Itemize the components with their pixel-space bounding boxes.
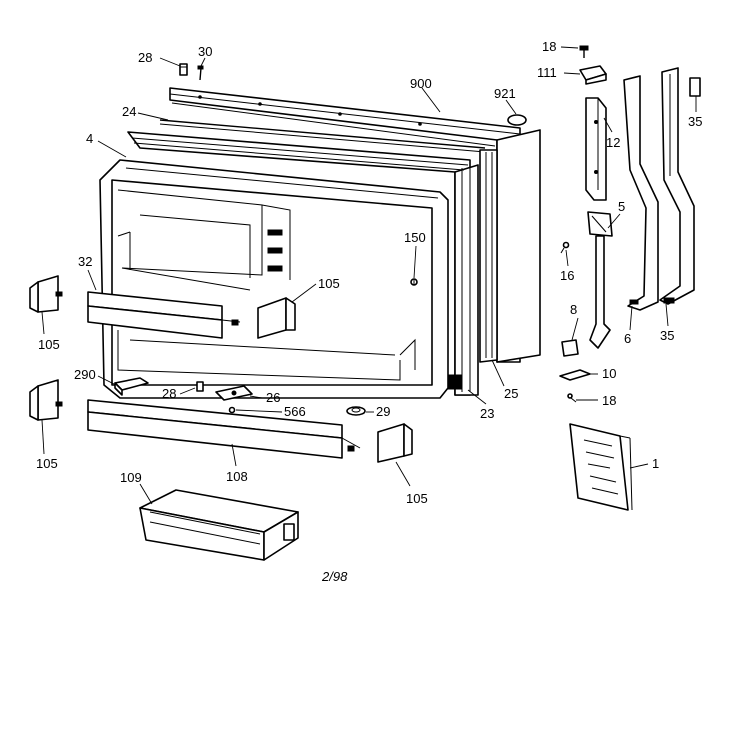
label-900: 900	[410, 76, 432, 91]
hinge-bar-12	[585, 97, 607, 201]
label-28-top: 28	[138, 50, 152, 65]
label-26: 26	[266, 390, 280, 405]
hinge-5	[587, 211, 613, 349]
label-32: 32	[78, 254, 92, 269]
label-35-top: 35	[688, 114, 702, 129]
label-16: 16	[560, 268, 574, 283]
label-18-top: 18	[542, 39, 556, 54]
block-290	[114, 377, 149, 396]
label-10: 10	[602, 366, 616, 381]
gasket-23	[127, 131, 479, 396]
bracket-105-left-bottom	[29, 379, 63, 421]
label-290: 290	[74, 367, 96, 382]
label-105-left-top: 105	[38, 337, 60, 352]
screw-28-lower	[196, 381, 204, 392]
label-111: 111	[537, 65, 557, 80]
plug-921	[507, 114, 527, 126]
bin-109	[139, 489, 299, 561]
bracket-105-left-top	[29, 275, 63, 313]
label-24: 24	[122, 104, 136, 119]
inner-liner	[99, 159, 449, 399]
label-921: 921	[494, 86, 516, 101]
shelf-bar-32	[87, 291, 241, 339]
label-5: 5	[618, 199, 625, 214]
screw-18-lower	[567, 393, 577, 403]
leader-lines	[41, 46, 697, 505]
label-109: 109	[120, 470, 142, 485]
clip-111	[579, 65, 607, 85]
label-30: 30	[198, 44, 212, 59]
label-8: 8	[570, 302, 577, 317]
screw-18-top	[579, 45, 589, 58]
handle-6	[623, 75, 659, 311]
label-108: 108	[226, 469, 248, 484]
gasket-strip-24	[159, 119, 486, 153]
label-566: 566	[284, 404, 306, 419]
door-outer-panel	[169, 87, 541, 363]
screw-28-top	[179, 63, 188, 76]
label-23: 23	[480, 406, 494, 421]
label-18-lower: 18	[602, 393, 616, 408]
label-35-bottom: 35	[660, 328, 674, 343]
washer-29	[346, 406, 366, 416]
part-number-labels: 28 30 900 921 24 4 18 111 12 35 5 16 150…	[36, 39, 702, 584]
screw-566	[228, 406, 236, 414]
label-12: 12	[606, 135, 620, 150]
screw-30	[197, 65, 204, 81]
bar-108	[87, 399, 361, 459]
label-150: 150	[404, 230, 426, 245]
label-28-lower: 28	[162, 386, 176, 401]
bracket-10	[559, 369, 591, 381]
screw-16	[560, 241, 570, 254]
bracket-105-center	[257, 297, 296, 339]
screw-150	[410, 278, 418, 286]
label-4: 4	[86, 131, 93, 146]
label-105-left-bottom: 105	[36, 456, 58, 471]
end-cap-35	[689, 77, 701, 97]
label-29: 29	[376, 404, 390, 419]
label-105-right-bottom: 105	[406, 491, 428, 506]
cam-8	[561, 339, 579, 357]
instruction-booklet-1	[569, 423, 633, 511]
drawing-code: 2/98	[321, 569, 348, 584]
label-105-center: 105	[318, 276, 340, 291]
door-frame-25	[479, 149, 498, 363]
hinge-plate-26	[215, 385, 253, 401]
label-6: 6	[624, 331, 631, 346]
label-25: 25	[504, 386, 518, 401]
label-1: 1	[652, 456, 659, 471]
bracket-105-right-bottom	[377, 423, 413, 463]
handle-35	[659, 67, 695, 305]
